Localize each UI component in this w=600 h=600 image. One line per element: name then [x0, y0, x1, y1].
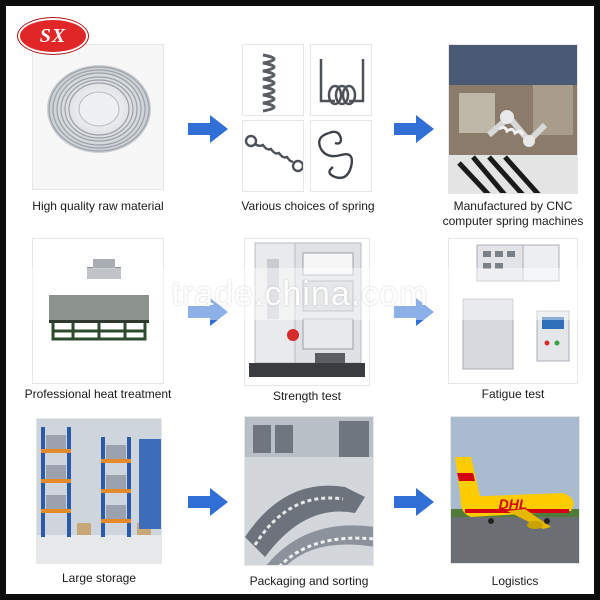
- step-caption: High quality raw material: [32, 199, 164, 213]
- step-caption: Fatigue test: [481, 387, 545, 401]
- wire-coil-icon: [32, 44, 164, 190]
- step-caption: Various choices of spring: [241, 199, 375, 213]
- airplane-icon: DHL: [450, 416, 580, 564]
- spring-icon: [242, 44, 372, 192]
- step-caption: Packaging and sorting: [249, 574, 369, 588]
- step-caption: Strength test: [272, 389, 342, 403]
- airplane-livery-text: DHL: [499, 496, 528, 512]
- watermark-text: trade.china.com: [171, 274, 429, 313]
- step-caption: Logistics: [491, 574, 539, 588]
- strength-tester-icon: [244, 238, 370, 386]
- watermark-band: trade.china.com: [6, 268, 594, 320]
- step-caption: Professional heat treatment: [24, 387, 172, 401]
- arrow-right-icon: [394, 488, 434, 516]
- arrow-right-icon: [188, 115, 228, 143]
- heat-treatment-rack-icon: [32, 238, 164, 384]
- brand-logo: SX: [18, 18, 88, 54]
- conveyor-icon: [244, 416, 374, 566]
- step-caption: Large storage: [61, 571, 137, 585]
- arrow-right-icon: [394, 115, 434, 143]
- cnc-machine-icon: [448, 44, 578, 194]
- warehouse-icon: [36, 418, 162, 564]
- arrow-right-icon: [188, 298, 228, 326]
- fatigue-tester-icon: [448, 238, 578, 384]
- arrow-right-icon: [188, 488, 228, 516]
- arrow-right-icon: [394, 298, 434, 326]
